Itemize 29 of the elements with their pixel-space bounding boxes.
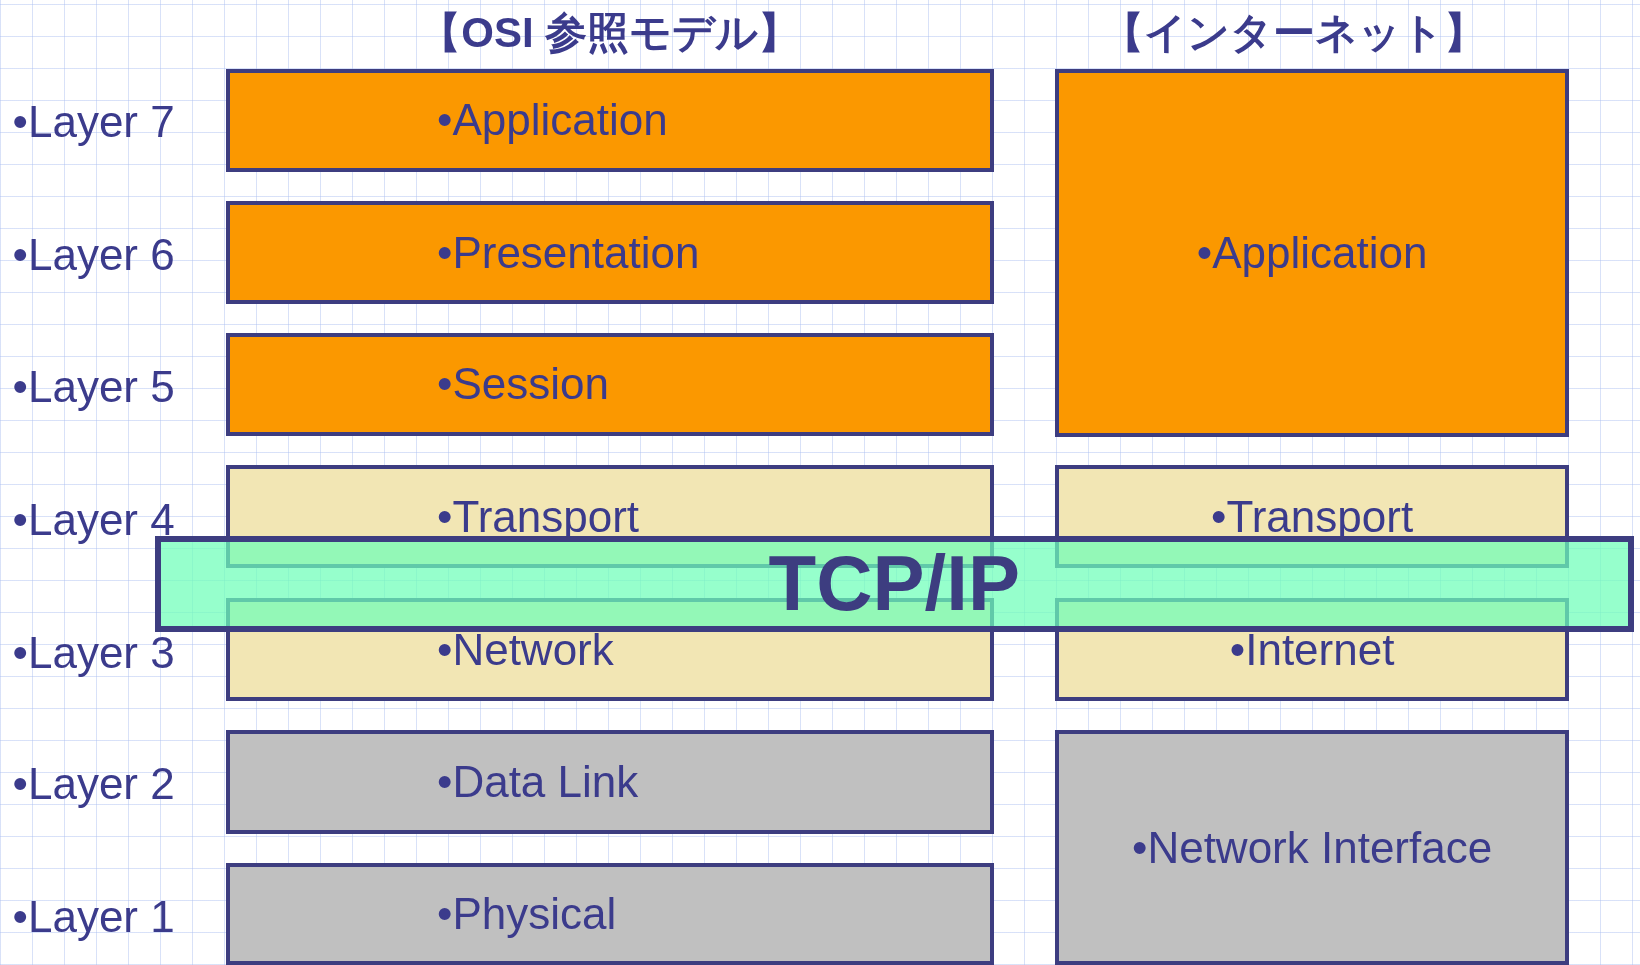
layer-name: •Physical: [437, 889, 617, 940]
layer-number: •Layer 6: [12, 230, 175, 281]
layer-box: [225, 69, 994, 172]
layer-box: [225, 200, 994, 305]
layer-name: •Network: [437, 624, 614, 675]
layer-number: •Layer 7: [12, 97, 175, 148]
layer-box: [225, 862, 994, 965]
column-heading: 【OSI 参照モデル】: [419, 8, 801, 59]
layer-name: •Application: [1196, 228, 1428, 279]
layer-box: [1055, 730, 1569, 965]
layer-number: •Layer 1: [12, 892, 175, 943]
layer-name: •Transport: [1211, 491, 1414, 542]
layer-number: •Layer 4: [12, 494, 175, 545]
column-heading: 【インターネット】: [1101, 8, 1486, 59]
layer-number: •Layer 3: [12, 627, 175, 678]
layer-box: [225, 332, 994, 437]
layer-number: •Layer 2: [12, 759, 175, 810]
layer-name: •Application: [437, 95, 668, 146]
layer-box: [1055, 69, 1569, 438]
highlight-band: [154, 535, 1634, 632]
layer-number: •Layer 5: [12, 362, 175, 412]
layer-name: •Session: [437, 359, 609, 410]
layer-name: •Data Link: [437, 756, 639, 807]
band-title: TCP/IP: [768, 538, 1020, 630]
layer-name: •Internet: [1229, 624, 1395, 675]
layer-name: •Network Interface: [1132, 822, 1493, 873]
layer-name: •Presentation: [437, 227, 700, 278]
layer-box: [225, 730, 994, 834]
layer-name: •Transport: [437, 491, 640, 542]
